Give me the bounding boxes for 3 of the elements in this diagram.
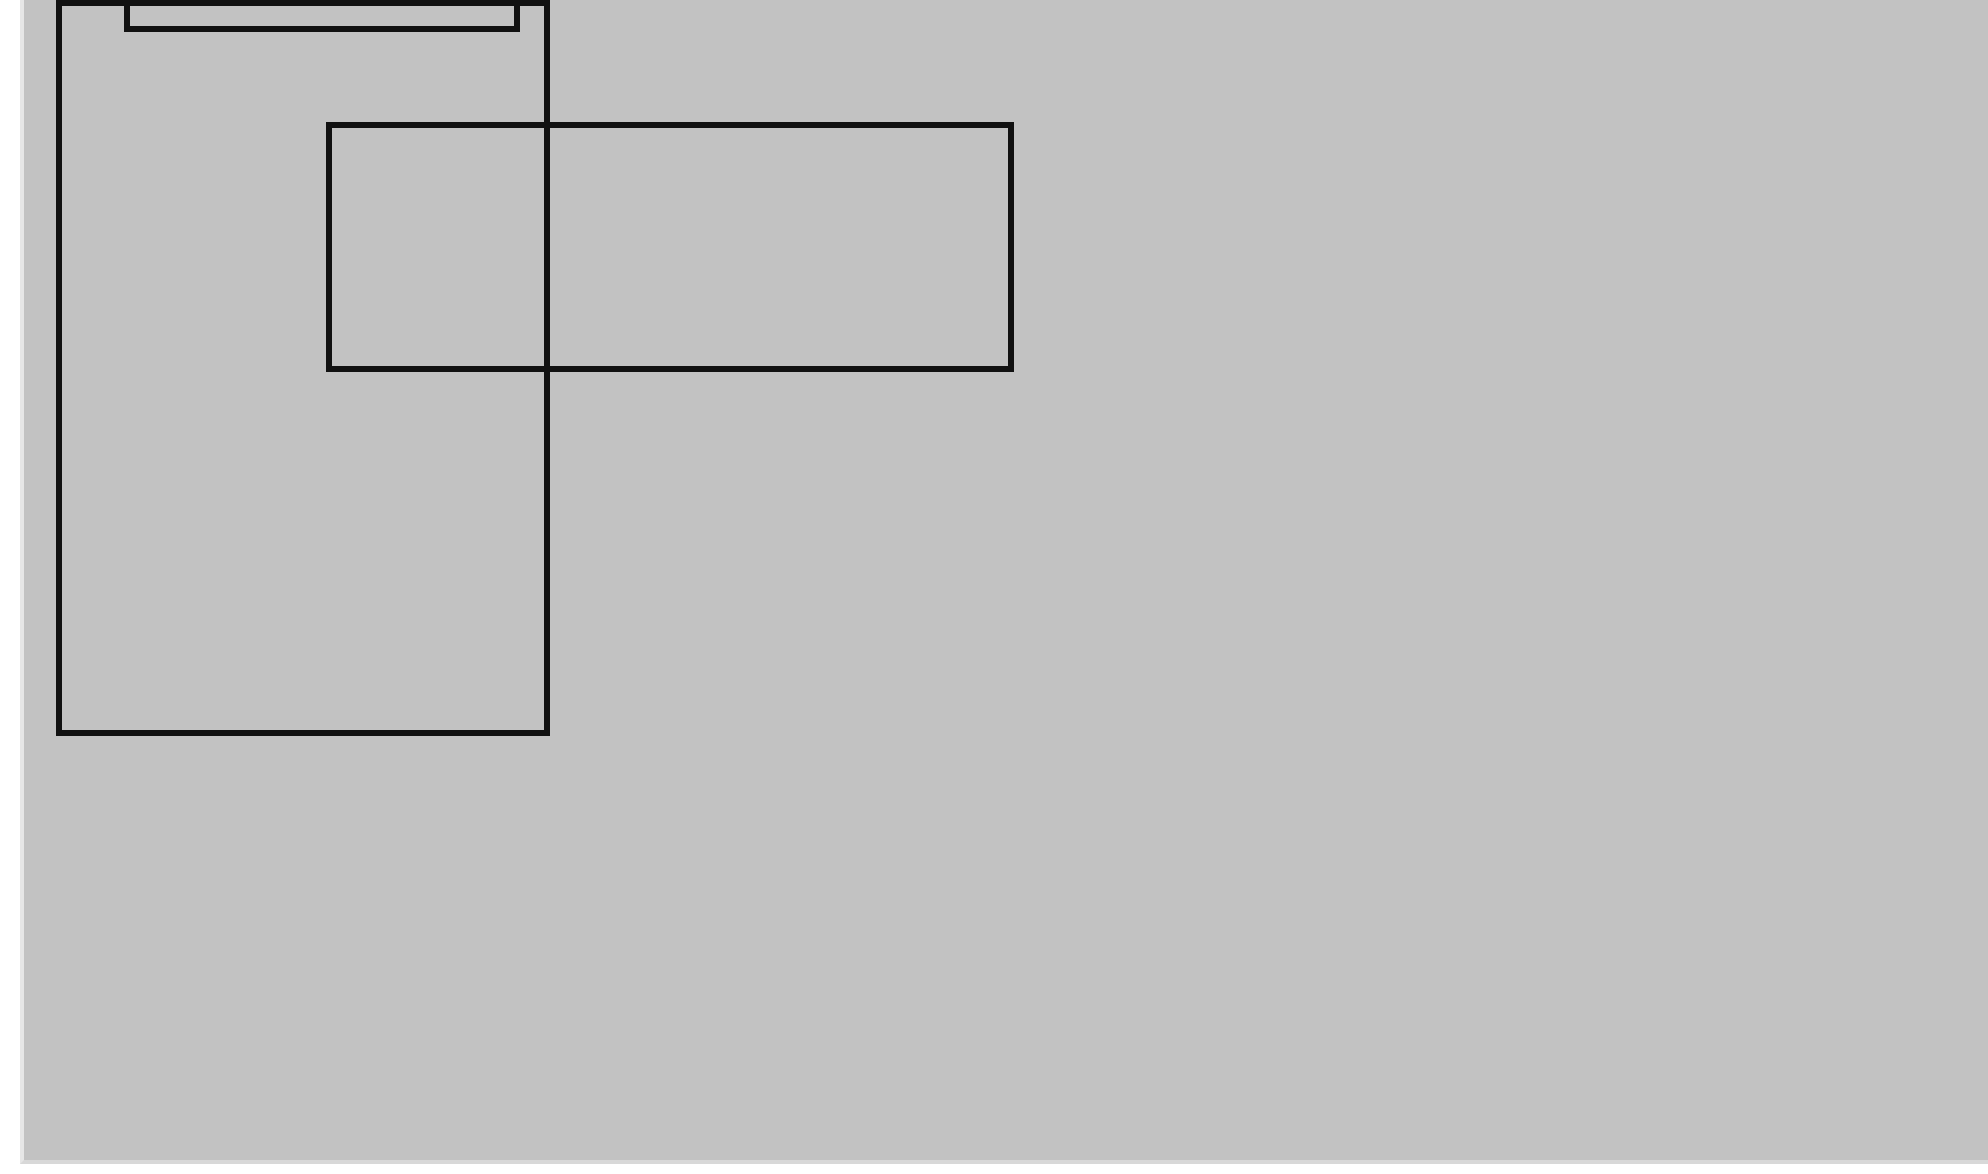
rectangle-outline <box>124 0 520 32</box>
rectangle-outline <box>326 122 1014 372</box>
rectangle-outline <box>56 0 550 736</box>
